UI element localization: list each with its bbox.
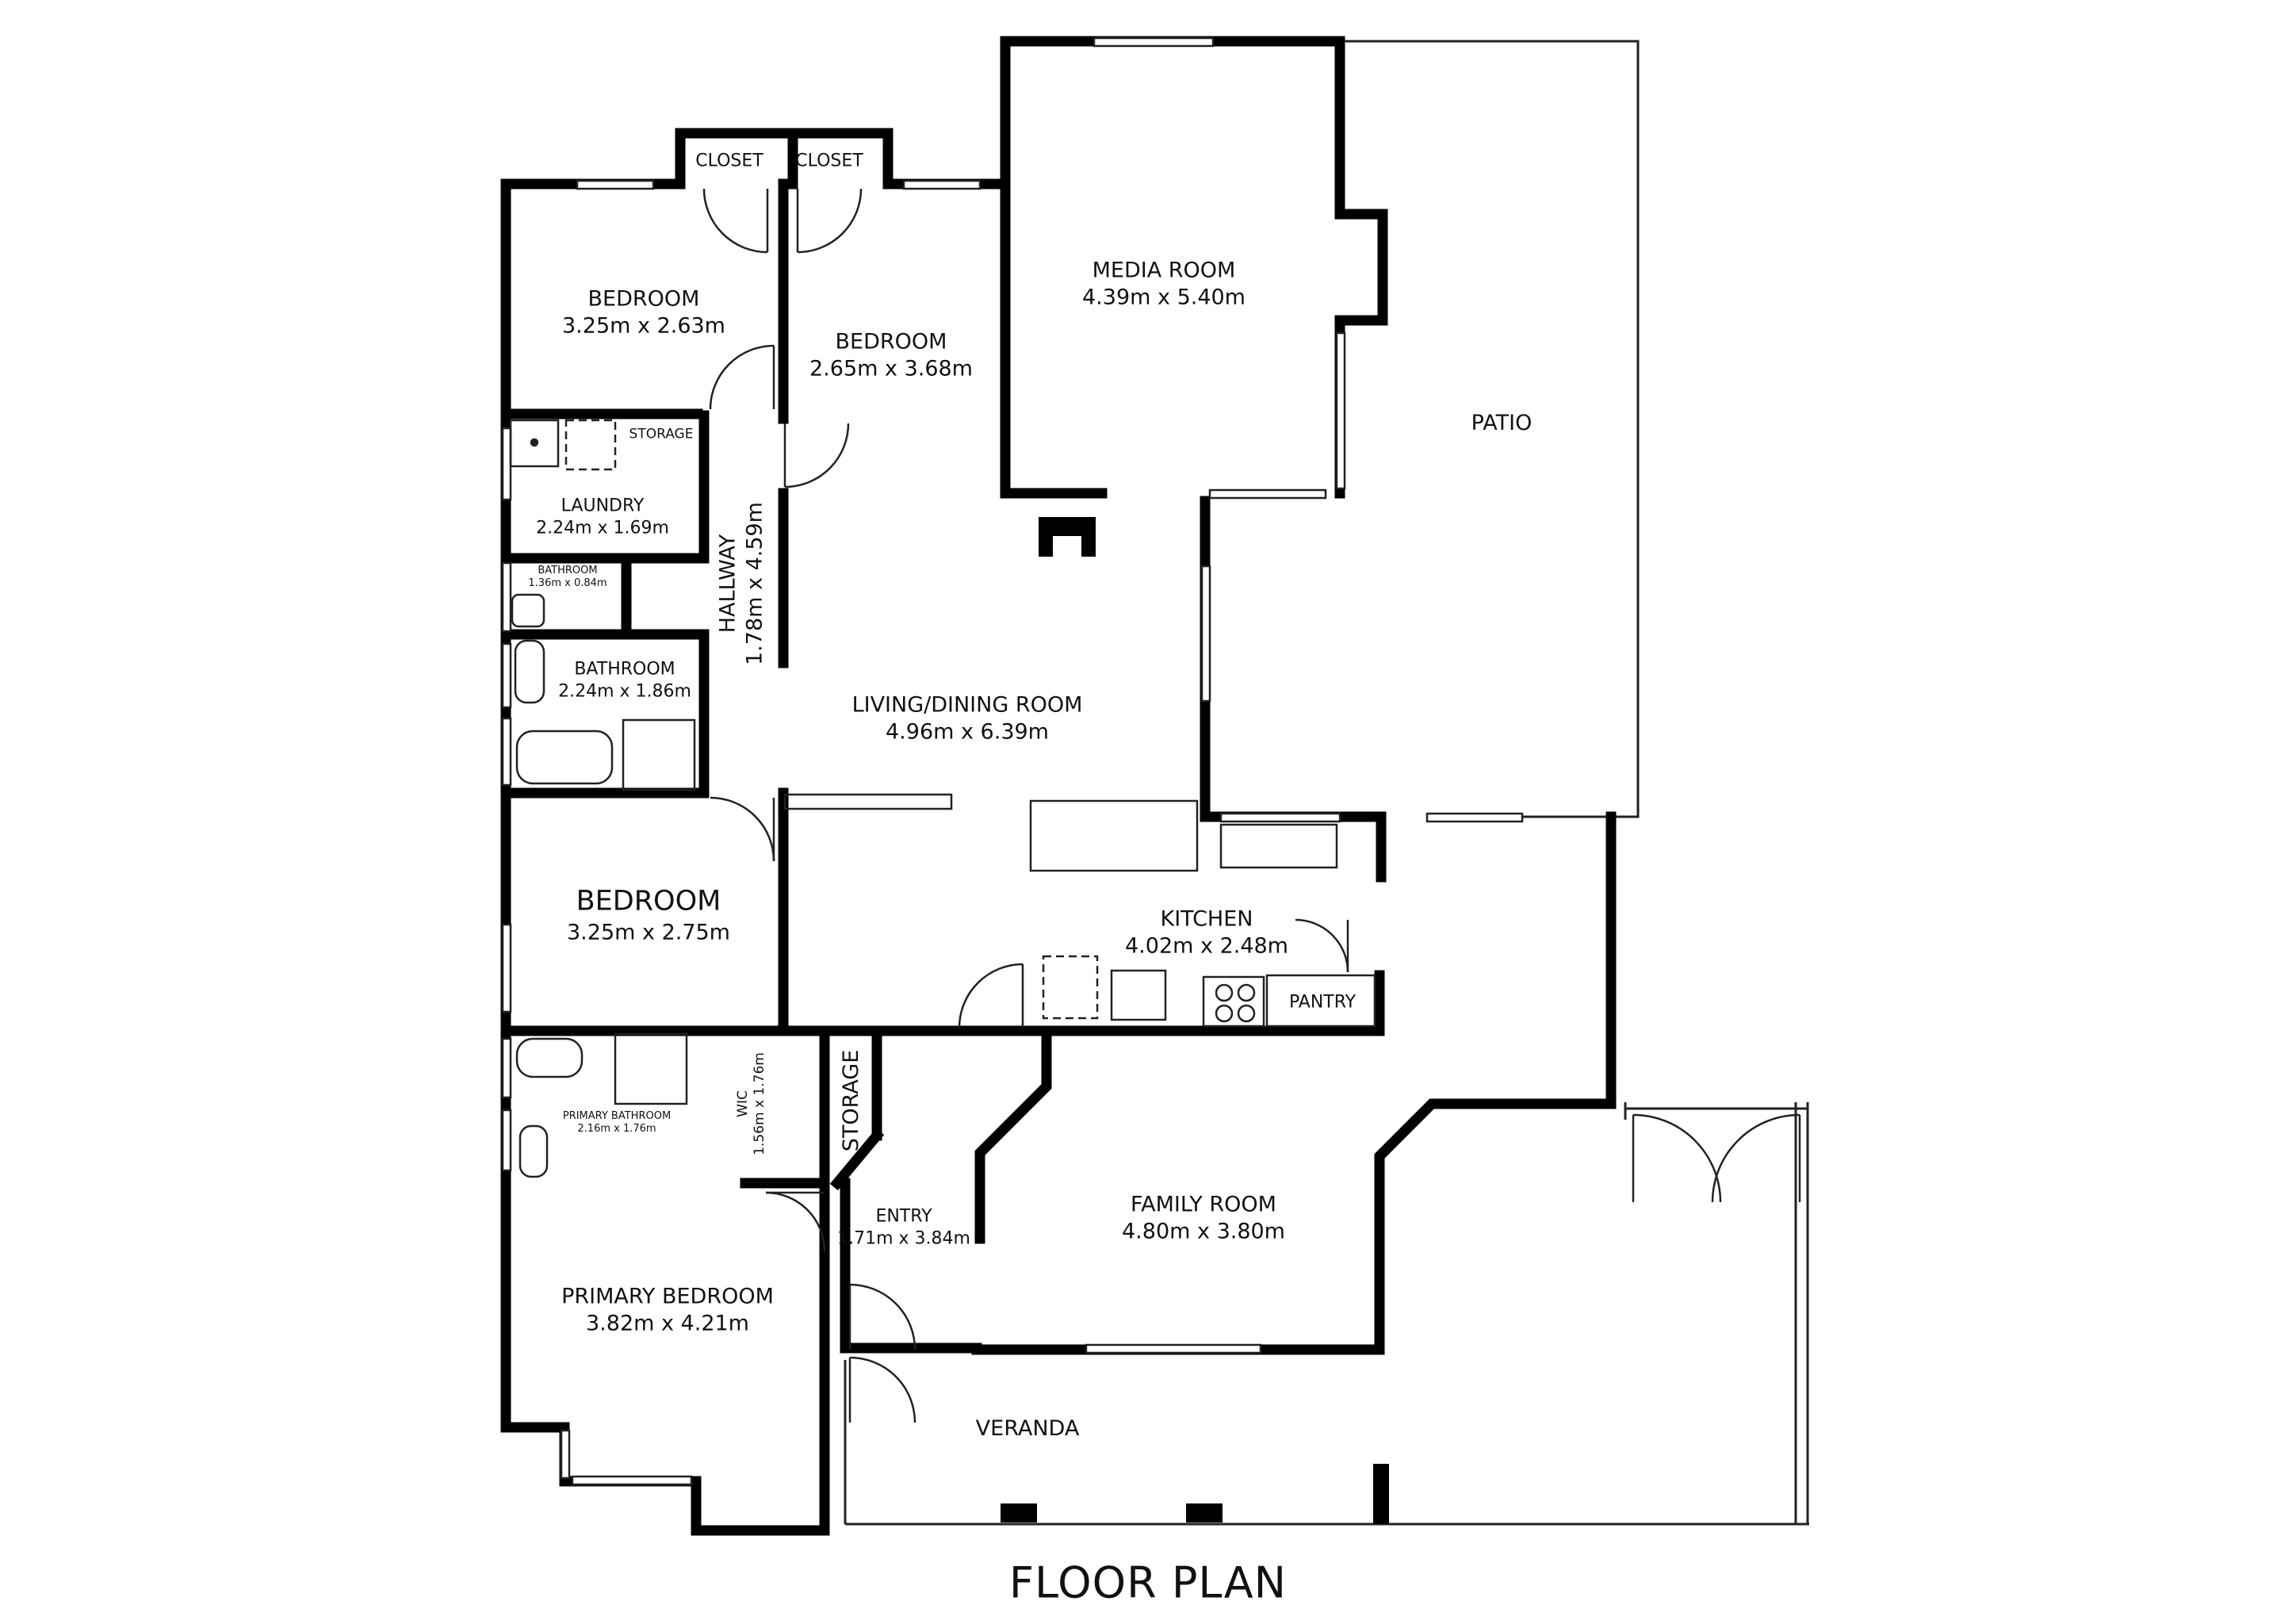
room-name: KITCHEN <box>1160 906 1253 932</box>
room-size: 1.56m x 1.76m <box>752 1052 767 1155</box>
room-name: CLOSET <box>795 151 863 171</box>
room-name: HALLWAY <box>715 534 740 634</box>
bedroom-2-label: BEDROOM 2.65m x 3.68m <box>809 328 973 382</box>
hallway-label: HALLWAY 1.78m x 4.59m <box>714 502 768 665</box>
storage-1-label: STORAGE <box>629 426 694 442</box>
room-name: LAUNDRY <box>561 496 645 516</box>
plan-title: FLOOR PLAN <box>1008 1557 1288 1608</box>
veranda-posts <box>1001 1464 1389 1524</box>
pantry-label: PANTRY <box>1289 991 1356 1013</box>
primary-bathroom-label: PRIMARY BATHROOM 2.16m x 1.76m <box>563 1110 671 1136</box>
wic-label: WIC 1.56m x 1.76m <box>735 1052 769 1155</box>
room-size: 2.24m x 1.69m <box>536 518 669 538</box>
bedroom-1-label: BEDROOM 3.25m x 2.63m <box>562 285 725 339</box>
room-name: VERANDA <box>975 1416 1080 1442</box>
bathroom-small-label: BATHROOM 1.36m x 0.84m <box>528 565 607 591</box>
room-name: MEDIA ROOM <box>1092 258 1236 283</box>
primary-bedroom-label: PRIMARY BEDROOM 3.82m x 4.21m <box>561 1283 774 1337</box>
room-name: BATHROOM <box>574 659 675 680</box>
room-size: 4.02m x 2.48m <box>1125 933 1288 958</box>
veranda-label: VERANDA <box>976 1415 1080 1442</box>
closet-2-label: CLOSET <box>795 150 863 172</box>
laundry-label: LAUNDRY 2.24m x 1.69m <box>536 496 669 539</box>
bedroom-3-label: BEDROOM 3.25m x 2.75m <box>567 884 730 946</box>
entry-label: ENTRY 1.71m x 3.84m <box>837 1206 970 1250</box>
doors <box>702 188 1801 1423</box>
fireplace-icon <box>1039 517 1096 557</box>
room-name: BEDROOM <box>576 885 721 917</box>
room-size: 3.25m x 2.75m <box>567 920 730 944</box>
storage-2-label: STORAGE <box>838 1050 865 1152</box>
room-name: BATHROOM <box>538 564 598 576</box>
room-name: PRIMARY BEDROOM <box>561 1284 774 1309</box>
room-size: 1.78m x 4.59m <box>742 502 767 665</box>
family-room-label: FAMILY ROOM 4.80m x 3.80m <box>1122 1191 1285 1245</box>
windows <box>501 36 1524 1486</box>
living-dining-label: LIVING/DINING ROOM 4.96m x 6.39m <box>852 691 1083 745</box>
kitchen-label: KITCHEN 4.02m x 2.48m <box>1125 906 1288 959</box>
room-size: 3.25m x 2.63m <box>562 313 725 338</box>
bathroom-label: BATHROOM 2.24m x 1.86m <box>558 659 691 703</box>
room-name: STORAGE <box>839 1049 864 1152</box>
room-name: CLOSET <box>695 151 763 171</box>
room-size: 4.80m x 3.80m <box>1122 1219 1285 1243</box>
room-name: FAMILY ROOM <box>1131 1192 1276 1217</box>
room-size: 2.16m x 1.76m <box>577 1123 656 1135</box>
room-name: PRIMARY BATHROOM <box>562 1109 672 1122</box>
media-room-label: MEDIA ROOM 4.39m x 5.40m <box>1082 257 1246 311</box>
patio-outline <box>844 40 1809 1526</box>
room-size: 4.39m x 5.40m <box>1082 285 1246 309</box>
room-name: STORAGE <box>629 426 694 442</box>
patio-label: PATIO <box>1471 410 1533 437</box>
room-name: WIC <box>734 1090 751 1117</box>
room-name: ENTRY <box>875 1206 932 1227</box>
room-name: PANTRY <box>1288 992 1357 1013</box>
walls <box>500 36 1617 1536</box>
room-size: 4.96m x 6.39m <box>886 719 1049 744</box>
room-size: 3.82m x 4.21m <box>586 1311 749 1335</box>
room-size: 1.71m x 3.84m <box>837 1228 970 1248</box>
room-name: BEDROOM <box>835 329 947 354</box>
closet-1-label: CLOSET <box>695 150 763 172</box>
room-size: 2.65m x 3.68m <box>809 356 973 381</box>
room-name: BEDROOM <box>587 286 700 312</box>
fixtures <box>509 419 1376 1178</box>
room-name: PATIO <box>1471 411 1533 436</box>
room-name: LIVING/DINING ROOM <box>851 692 1083 718</box>
room-size: 1.36m x 0.84m <box>528 577 607 589</box>
room-size: 2.24m x 1.86m <box>558 681 691 701</box>
